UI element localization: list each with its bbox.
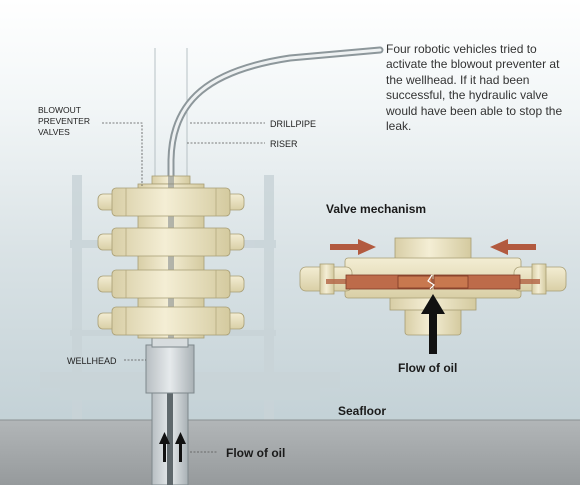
leader-lines	[102, 122, 265, 361]
bop-label-line-1: BLOWOUT	[38, 105, 81, 115]
ram-arrow-left	[330, 239, 376, 255]
ram-arrow-right	[490, 239, 536, 255]
water-background	[0, 0, 580, 425]
description-text: Four robotic vehicles tried to activate …	[386, 42, 563, 134]
bop-valve-row-4	[97, 306, 245, 336]
bop-valve-row-3	[97, 269, 245, 299]
wellhead-label: WELLHEAD	[67, 356, 117, 366]
flow-of-oil-label-well: Flow of oil	[226, 446, 285, 460]
riser-label: RISER	[270, 139, 298, 149]
valve-mechanism-title: Valve mechanism	[326, 202, 426, 216]
riser-guide-lines	[154, 48, 188, 178]
drillpipe-label: DRILLPIPE	[270, 119, 316, 129]
flow-of-oil-label-valve: Flow of oil	[398, 361, 457, 375]
seafloor-label: Seafloor	[338, 404, 386, 418]
bop-label-line-3: VALVES	[38, 127, 70, 137]
valve-flow-arrow	[421, 294, 445, 354]
blowout-preventer-stack	[97, 175, 245, 339]
seafloor	[0, 420, 580, 485]
well-flow-arrows	[159, 432, 186, 462]
bop-label-line-2: PREVENTER	[38, 116, 90, 126]
bop-valve-row-1	[97, 187, 245, 217]
wellhead	[145, 337, 195, 394]
bop-valve-row-2	[97, 227, 245, 257]
